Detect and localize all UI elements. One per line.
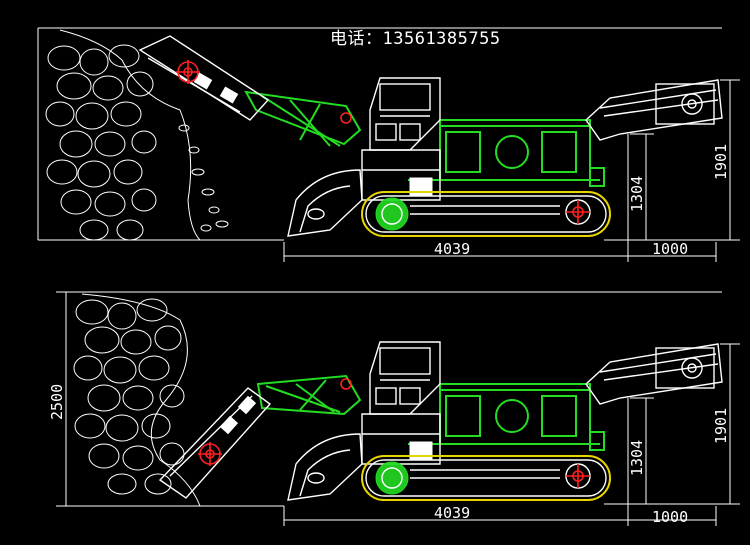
- dims-top: [283, 79, 740, 262]
- dim-total-height-bottom: 1901: [712, 408, 730, 444]
- dim-length-bottom: 4039: [434, 504, 470, 522]
- boom-raised: [138, 35, 362, 147]
- dim-length-top: 4039: [434, 240, 470, 258]
- boom-lowered: [158, 374, 362, 499]
- dim-face-height: 2500: [48, 384, 66, 420]
- bottom-view: 4039 1000 1304 1901 2500: [48, 291, 740, 526]
- dim-total-height-top: 1901: [712, 144, 730, 180]
- phone-number-text: 电话：13561385755: [330, 29, 501, 49]
- dim-body-height-top: 1304: [628, 176, 646, 212]
- top-view: 4039 1000 1304 1901: [37, 27, 740, 262]
- dims-bottom: [283, 343, 740, 526]
- dim-tail-bottom: 1000: [652, 508, 688, 526]
- debris-top: [178, 124, 229, 232]
- dim-tail-top: 1000: [652, 240, 688, 258]
- dim-body-height-bottom: 1304: [628, 440, 646, 476]
